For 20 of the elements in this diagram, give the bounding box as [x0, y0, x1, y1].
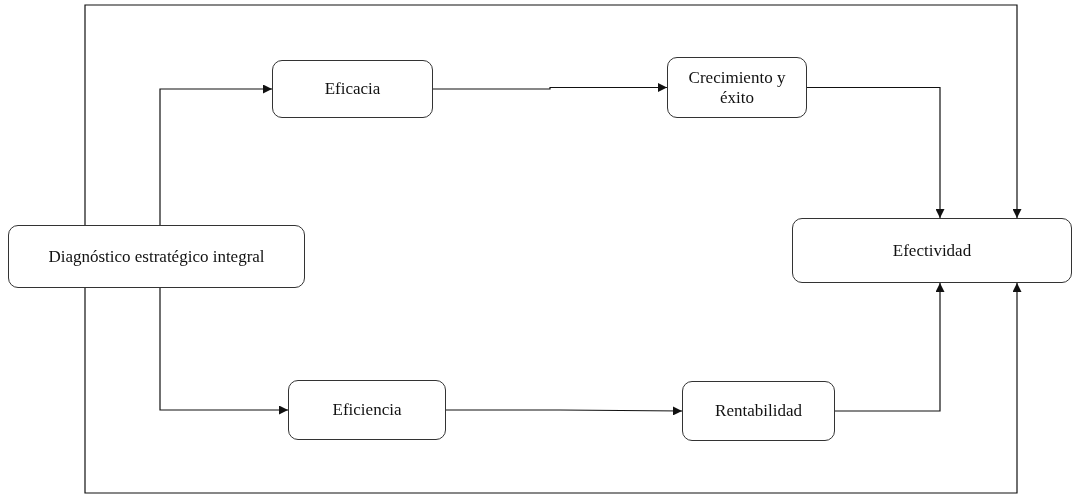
- process-box: [288, 380, 446, 440]
- box-label: Crecimiento y éxito: [687, 67, 787, 108]
- process-box: [792, 218, 1072, 283]
- box-label: Efectividad: [892, 240, 972, 261]
- box-label: Eficacia: [324, 79, 381, 99]
- arrow: [445, 406, 683, 416]
- box-label: Diagnóstico estratégico integral: [48, 246, 265, 267]
- arrow: [432, 83, 668, 92]
- box-label: Eficiencia: [332, 400, 402, 420]
- process-box: [272, 60, 433, 118]
- process-box: [667, 57, 807, 118]
- box-label: Rentabilidad: [715, 401, 802, 421]
- process-box: [8, 225, 305, 288]
- process-box: [682, 381, 835, 441]
- arrow: [159, 84, 273, 226]
- arrow: [834, 282, 945, 412]
- arrow: [806, 86, 945, 219]
- arrow: [84, 4, 1022, 226]
- arrow: [84, 282, 1022, 494]
- arrow: [159, 287, 289, 415]
